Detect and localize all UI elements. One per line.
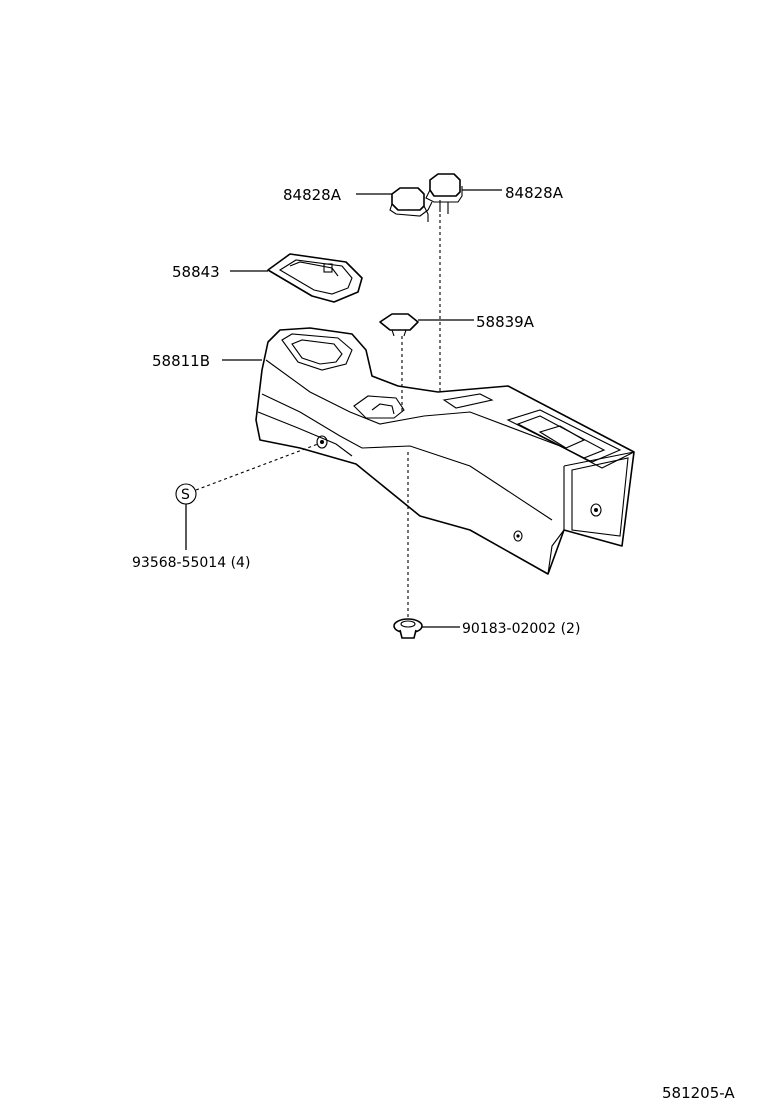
clip-left-part	[389, 187, 433, 222]
plug-part	[379, 313, 419, 337]
label-clip-right: 84828A	[505, 184, 564, 202]
label-bezel: 58843	[172, 263, 220, 281]
label-grommet: 90183-02002 (2)	[462, 621, 580, 637]
grommet-part	[393, 618, 423, 639]
label-screw: 93568-55014 (4)	[132, 555, 250, 571]
figure-code: 581205-A	[662, 1084, 735, 1102]
label-plug: 58839A	[476, 313, 535, 331]
label-console: 58811B	[152, 352, 210, 370]
dashed-line-screw	[195, 443, 319, 491]
bezel-part	[267, 253, 363, 303]
clip-right-part	[425, 173, 463, 214]
screw-symbol-letter: S	[181, 487, 190, 503]
label-clip-left: 84828A	[283, 186, 342, 204]
console-box-part	[255, 327, 635, 575]
